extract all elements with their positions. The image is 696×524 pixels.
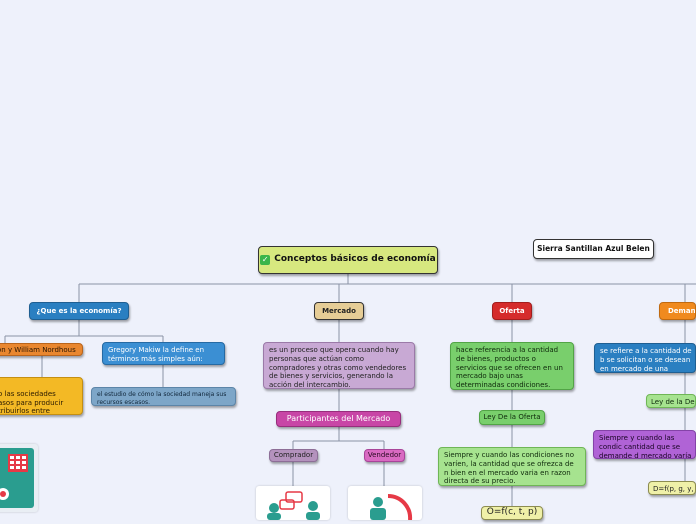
oferta-formula[interactable]: O=f(c, t, p) — [481, 506, 543, 520]
branch-oferta[interactable]: Oferta — [492, 302, 532, 320]
oferta-definition[interactable]: hace referencia a la cantidad de bienes,… — [450, 342, 574, 390]
money-illustration — [0, 444, 38, 512]
ley-oferta-definition[interactable]: Siempre y cuando las condiciones no varí… — [438, 447, 586, 486]
comprador-node[interactable]: Comprador — [269, 449, 318, 462]
seller-chart-icon — [370, 493, 413, 521]
demanda-definition[interactable]: se refiere a la cantidad de b se solicit… — [594, 343, 696, 373]
mankiw-definition[interactable]: el estudio de cómo la sociedad maneja su… — [91, 387, 236, 406]
branch-mercado[interactable]: Mercado — [314, 302, 364, 320]
ley-de-la-demanda[interactable]: Ley de la Dem — [646, 394, 696, 408]
root-title: Conceptos básicos de economía — [274, 254, 436, 265]
cash-register-icon — [0, 448, 34, 508]
comprador-illustration — [256, 486, 330, 520]
demanda-formula[interactable]: D=f(p, g, y, t — [648, 481, 696, 495]
people-chat-icon — [267, 491, 320, 520]
ley-de-la-oferta[interactable]: Ley De la Oferta — [479, 410, 545, 425]
branch-economia[interactable]: ¿Que es la economía? — [29, 302, 129, 320]
nordhaus-label[interactable]: on y William Nordhous — [0, 343, 83, 356]
ley-demanda-definition[interactable]: Siempre y cuando las condic cantidad que… — [593, 430, 696, 459]
mercado-definition[interactable]: es un proceso que opera cuando hay perso… — [263, 342, 415, 389]
participantes-del-mercado[interactable]: Participantes del Mercado — [276, 411, 401, 427]
root-topic[interactable]: ✓ Conceptos básicos de economía — [258, 246, 438, 274]
author-label[interactable]: Sierra Santillan Azul Belen — [533, 239, 654, 259]
branch-demanda[interactable]: Demand — [659, 302, 696, 320]
mankiw-label[interactable]: Gregory Makiw la define en términos más … — [102, 342, 225, 365]
vendedor-illustration — [348, 486, 422, 521]
check-icon: ✓ — [260, 255, 271, 265]
nordhaus-definition[interactable]: o las sociedades asos para producir trib… — [0, 377, 83, 415]
vendedor-node[interactable]: Vendedor — [364, 449, 405, 462]
